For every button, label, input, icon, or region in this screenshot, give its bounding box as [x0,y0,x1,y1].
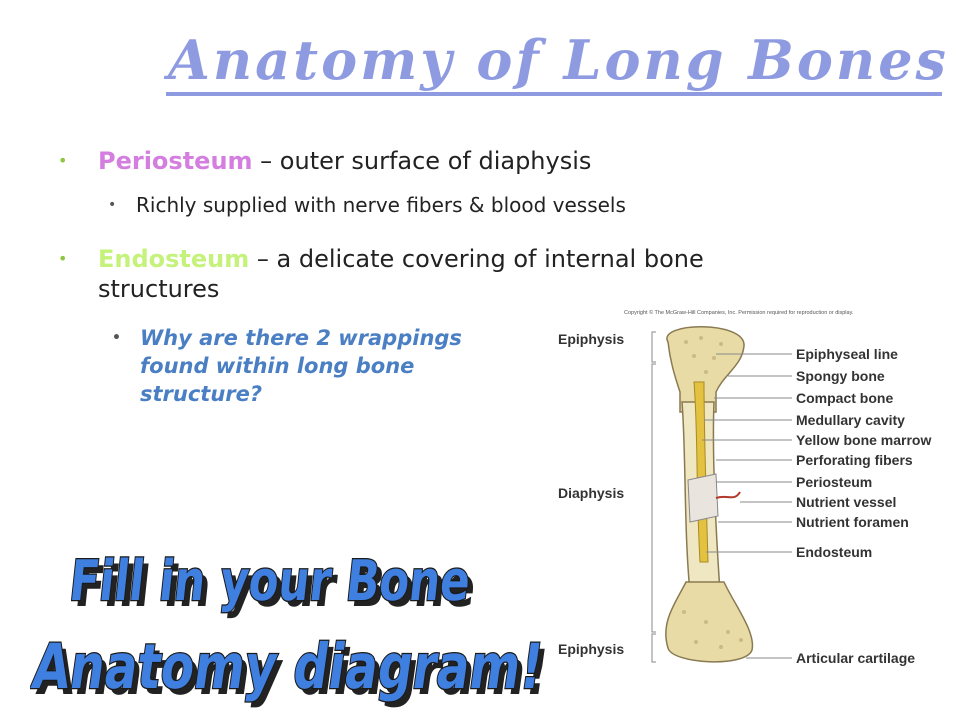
label-articular-cartilage: Articular cartilage [796,650,915,666]
bullet-dot-icon: • [58,151,68,170]
bullet-endosteum: • Endosteum – a delicate covering of int… [58,244,828,304]
label-epiphysis-top: Epiphysis [558,331,624,347]
bullet-text: – outer surface of diaphysis [252,147,592,175]
label-spongy-bone: Spongy bone [796,368,885,384]
term-periosteum: Periosteum [98,147,253,175]
long-bone-svg: Copyright © The McGraw-Hill Companies, I… [558,309,931,666]
region-brackets [651,331,656,663]
diagram-copyright: Copyright © The McGraw-Hill Companies, I… [624,309,854,316]
label-endosteum: Endosteum [796,544,872,560]
leader-lines [702,353,792,659]
bone-illustration [665,326,754,663]
sub-bullet-dot-icon: • [108,197,117,213]
sub-bullet-question: • Why are there 2 wrappings found within… [112,324,520,408]
bullet-text: – a delicate covering of internal bone s… [98,245,704,303]
slide-title: Anatomy of Long Bones [168,28,949,92]
label-yellow-bone-marrow: Yellow bone marrow [796,432,931,448]
label-nutrient-vessel: Nutrient vessel [796,494,896,510]
term-endosteum: Endosteum [98,245,250,273]
wordart-line1-shadow: Fill in your Bone [72,555,479,620]
sub-bullet-dot-icon: • [112,330,121,346]
bullet-periosteum: • Periosteum – outer surface of diaphysi… [58,146,798,176]
bullet-dot-icon: • [58,249,68,268]
question-text: Why are there 2 wrappings found within l… [140,326,462,406]
label-periosteum: Periosteum [796,474,872,490]
sub-bullet-text: Richly supplied with nerve fibers & bloo… [136,193,626,217]
label-diaphysis: Diaphysis [558,485,624,501]
long-bone-diagram: Copyright © The McGraw-Hill Companies, I… [556,302,960,680]
wordart-line1: Fill in your Bone [67,549,474,614]
label-nutrient-foramen: Nutrient foramen [796,514,909,530]
label-medullary-cavity: Medullary cavity [796,412,905,428]
wordart-line2: Anatomy diagram! [30,630,548,703]
wordart-line2-group: Anatomy diagram! Anatomy diagram! [27,629,554,709]
sub-bullet-periosteum: • Richly supplied with nerve fibers & bl… [108,192,836,218]
wordart-svg: Fill in your Bone Fill in your Bone Anat… [27,548,554,709]
wordart-banner: Fill in your Bone Fill in your Bone Anat… [27,520,570,720]
label-epiphysis-bottom: Epiphysis [558,641,624,657]
wordart-line1-group: Fill in your Bone Fill in your Bone [65,548,479,620]
structure-labels: Epiphyseal line Spongy bone Compact bone… [796,346,931,666]
label-compact-bone: Compact bone [796,390,893,406]
label-epiphyseal-line: Epiphyseal line [796,346,898,362]
title-underline [166,92,942,96]
wordart-line2-shadow: Anatomy diagram! [33,636,553,709]
label-perforating-fibers: Perforating fibers [796,452,913,468]
